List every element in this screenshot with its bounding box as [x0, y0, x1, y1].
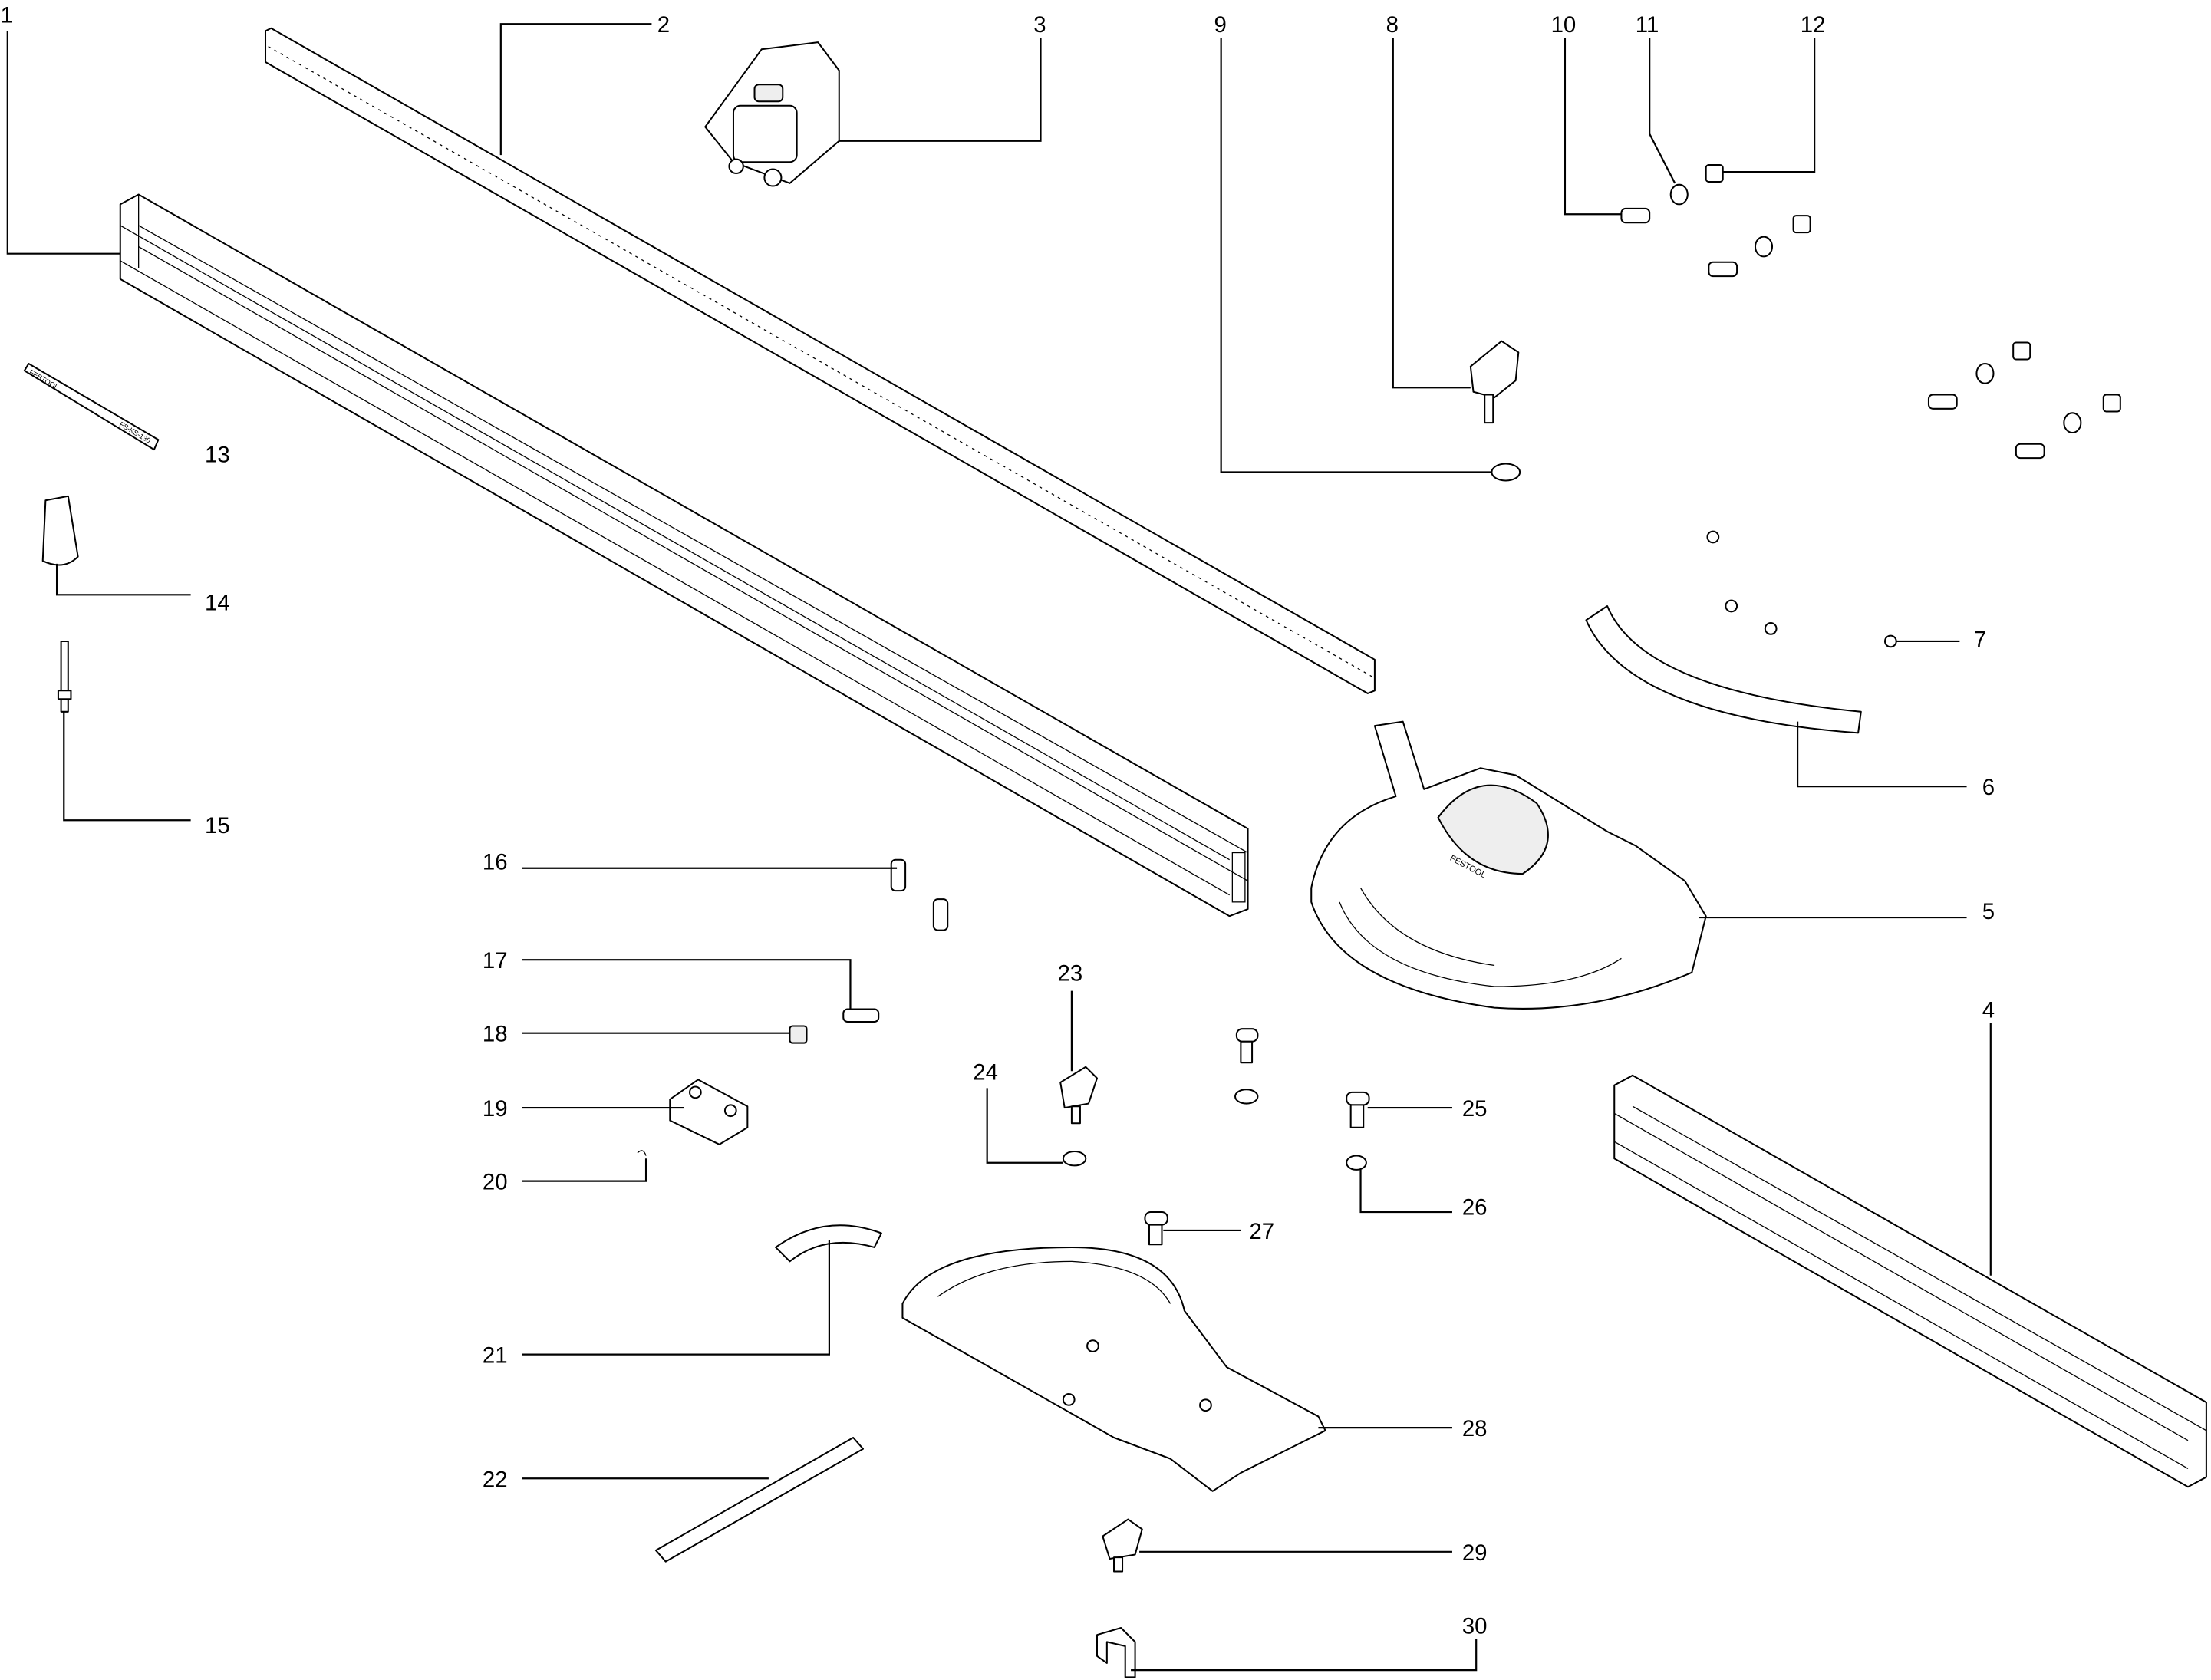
part-22-bar — [654, 1436, 865, 1563]
part-9-washer — [1491, 463, 1521, 482]
label-13: 13 — [205, 443, 230, 468]
label-9: 9 — [1214, 12, 1226, 38]
part-8-knob — [1469, 340, 1520, 424]
part-28-base-plate — [901, 1246, 1326, 1492]
label-21: 21 — [483, 1343, 508, 1369]
label-11: 11 — [1636, 12, 1659, 38]
part-2-scale-ruler — [264, 27, 1376, 694]
label-5: 5 — [1982, 899, 1995, 924]
label-16: 16 — [483, 850, 508, 875]
part-13-nameplate: FESTOOL FS-KS-130 — [23, 362, 160, 451]
label-25: 25 — [1462, 1096, 1488, 1122]
label-1: 1 — [1, 2, 13, 28]
label-15: 15 — [205, 813, 230, 838]
leader-lines — [6, 23, 1992, 1672]
label-20: 20 — [483, 1170, 508, 1195]
label-12: 12 — [1801, 12, 1826, 38]
small-parts-23-27 — [1059, 1028, 1370, 1246]
label-29: 29 — [1462, 1540, 1488, 1566]
label-7: 7 — [1974, 627, 1986, 652]
part-14-foot — [41, 495, 79, 566]
label-3: 3 — [1033, 12, 1046, 38]
part-30-clip — [1096, 1627, 1136, 1678]
label-2: 2 — [657, 12, 670, 38]
part-3-fence-stop — [704, 41, 840, 187]
label-4: 4 — [1982, 997, 1995, 1023]
label-23: 23 — [1058, 961, 1083, 987]
small-parts-16-20 — [637, 858, 949, 1156]
label-17: 17 — [483, 948, 508, 973]
part-1-rail — [119, 193, 1249, 917]
label-28: 28 — [1462, 1416, 1488, 1441]
part-6-angle-scale — [1585, 530, 1897, 734]
label-30: 30 — [1462, 1613, 1488, 1639]
label-24: 24 — [973, 1059, 998, 1085]
part-labels: 1 2 3 4 5 6 7 8 9 10 11 12 13 14 15 16 1… — [1, 2, 1995, 1639]
part-15-pin — [57, 640, 72, 713]
label-6: 6 — [1982, 775, 1995, 800]
label-22: 22 — [483, 1467, 508, 1492]
label-10: 10 — [1551, 12, 1577, 38]
label-27: 27 — [1249, 1219, 1274, 1244]
label-26: 26 — [1462, 1195, 1488, 1220]
part-4-rail — [1613, 1074, 2207, 1488]
label-14: 14 — [205, 591, 230, 616]
label-18: 18 — [483, 1022, 508, 1047]
screw-washer-nut-sets — [1620, 163, 2121, 460]
label-19: 19 — [483, 1096, 508, 1122]
part-29-knob — [1102, 1518, 1143, 1573]
label-8: 8 — [1386, 12, 1399, 38]
part-5-miter-base: FESTOOL — [1310, 720, 1707, 1010]
